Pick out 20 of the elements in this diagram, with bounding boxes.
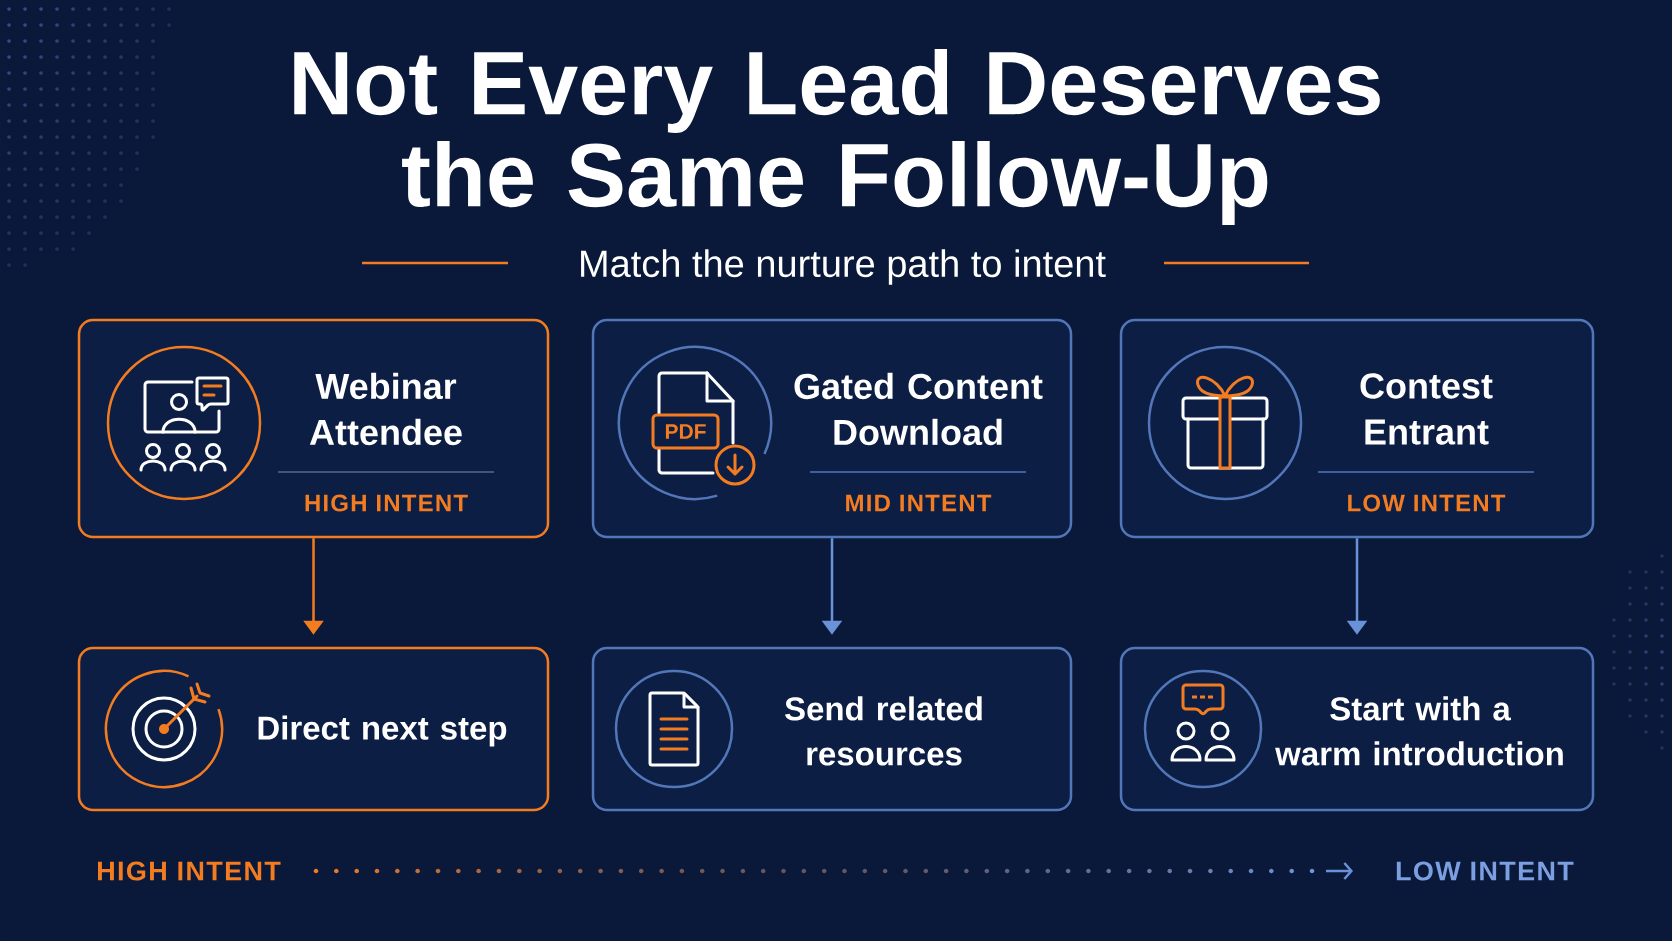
intent-level: MID INTENT <box>846 494 992 512</box>
card-heading: Webinar Attendee <box>309 372 462 446</box>
follow-up-card <box>1119 646 1595 812</box>
scale-end-label: HIGH INTENT <box>98 861 281 881</box>
lead-source-card <box>77 318 550 539</box>
card-heading: Contest Entrant <box>1360 373 1493 445</box>
action-text: Send related resources <box>785 696 982 766</box>
follow-up-card <box>591 646 1073 812</box>
lead-source-card <box>1119 318 1595 539</box>
file-type-badge: PDF <box>651 413 720 450</box>
lead-source-card <box>591 318 1073 539</box>
subtitle: Match the nurture path to intent <box>581 249 1106 285</box>
intent-level: LOW INTENT <box>1348 494 1506 512</box>
follow-up-card <box>77 646 550 812</box>
scale-end-label: LOW INTENT <box>1396 861 1574 881</box>
action-text: Start with a warm introduction <box>1275 696 1563 766</box>
action-text: Direct next step <box>258 715 507 747</box>
card-heading: Gated Content Download <box>794 372 1043 446</box>
title: Not Every Lead Deserves the Same Follow-Up <box>294 49 1380 225</box>
intent-level: HIGH INTENT <box>305 494 468 512</box>
